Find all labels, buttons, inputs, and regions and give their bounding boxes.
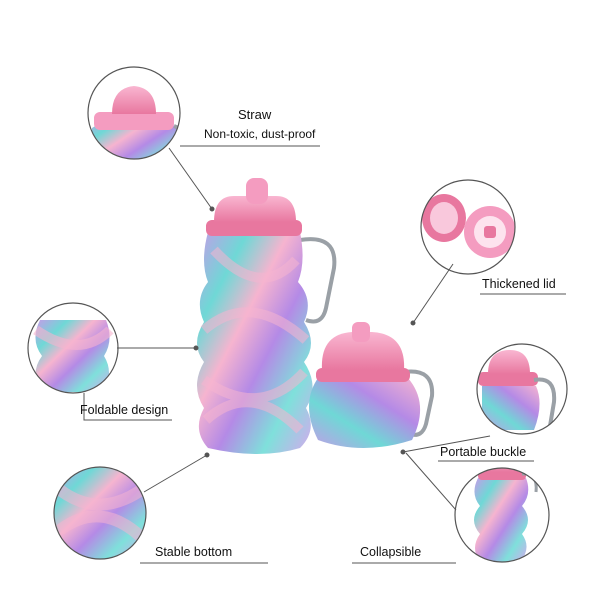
foldable-design-label: Foldable design xyxy=(80,403,169,417)
lid-detail-image xyxy=(420,179,516,275)
collapsible-label: Collapsible xyxy=(360,545,422,559)
stable-bottom-label: Stable bottom xyxy=(155,545,233,559)
foldable-detail-image xyxy=(27,302,119,394)
straw-title: Straw xyxy=(238,107,272,122)
straw-subtitle: Non-toxic, dust-proof xyxy=(204,127,316,141)
portable-buckle-label: Portable buckle xyxy=(440,445,527,459)
thickened-lid-label: Thickened lid xyxy=(482,277,556,291)
straw-detail-image xyxy=(87,66,181,160)
main-bottle xyxy=(197,178,337,454)
bottom-detail-image xyxy=(53,466,147,560)
buckle-detail-image xyxy=(476,343,568,435)
collapsible-detail-image xyxy=(454,467,550,563)
collapsed-bottle xyxy=(309,322,435,448)
leader-lines xyxy=(83,145,566,564)
